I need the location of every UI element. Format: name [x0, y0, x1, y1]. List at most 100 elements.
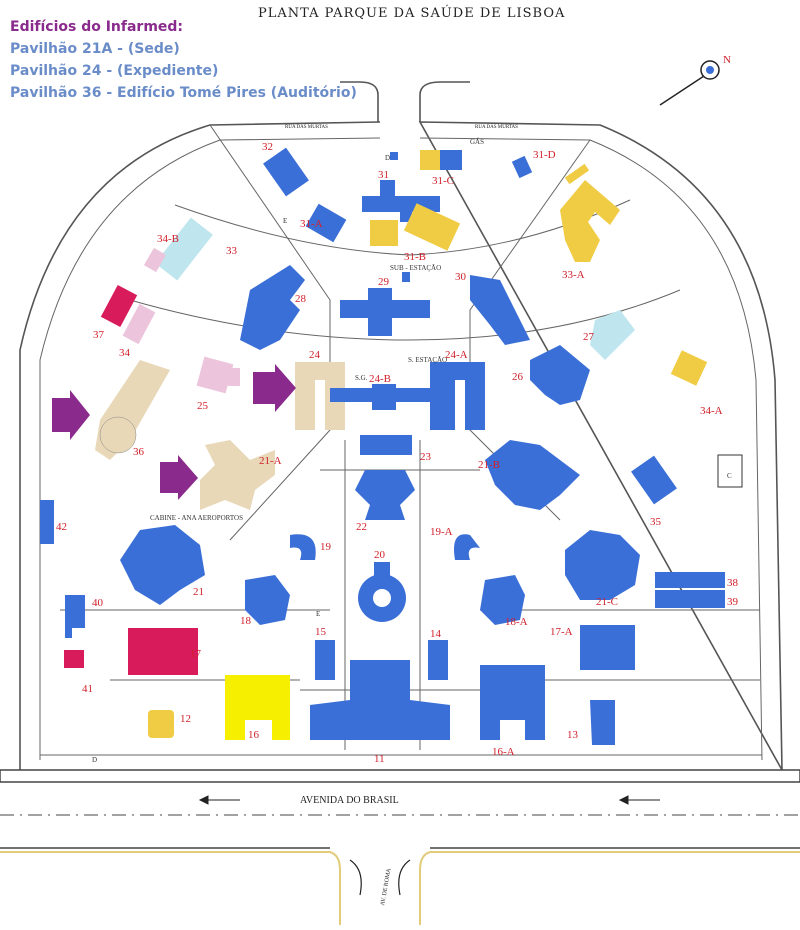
building-39 [655, 590, 725, 608]
building-21b [485, 440, 580, 510]
building-21a [200, 440, 275, 510]
building-16 [225, 675, 290, 740]
building-31-top [380, 180, 395, 196]
label-19a: 19-A [430, 526, 453, 538]
street-avenida: AVENIDA DO BRASIL [300, 795, 399, 806]
label-cabine: CABINE - ANA AEROPORTOS [150, 514, 243, 522]
label-35: 35 [650, 516, 662, 528]
label-sg: S.G. [355, 374, 368, 382]
label-30: 30 [455, 271, 467, 283]
park-boundary-inner [39, 137, 763, 761]
avenida-edge-top [0, 769, 800, 783]
building-34a [670, 350, 708, 386]
label-11: 11 [374, 753, 385, 765]
label-33a: 33-A [562, 269, 585, 281]
label-21a: 21-A [259, 455, 282, 467]
label-e2: E [316, 610, 320, 618]
infarmed-legend: Edifícios do Infarmed: Pavilhão 21A - (S… [10, 16, 357, 104]
building-32 [263, 147, 309, 197]
label-40: 40 [92, 597, 104, 609]
label-24b: 24-B [369, 373, 391, 385]
label-31c: 31-C [432, 175, 454, 187]
label-18a: 18-A [505, 616, 528, 628]
compass-icon: N [659, 54, 731, 106]
label-36: 36 [133, 446, 145, 458]
building-18 [245, 575, 290, 625]
label-23: 23 [420, 451, 432, 463]
building-31c-yellow [420, 150, 440, 170]
building-16a [480, 665, 545, 740]
label-24: 24 [309, 349, 321, 361]
legend-item-36: Pavilhão 36 - Edifício Tomé Pires (Audit… [10, 85, 357, 101]
building-31d [511, 155, 533, 179]
building-19 [290, 534, 316, 560]
building-27 [590, 310, 635, 360]
arrow-west-icon-2 [618, 795, 660, 805]
label-37: 37 [93, 329, 105, 341]
building-12 [148, 710, 174, 738]
compass-label: N [723, 54, 731, 66]
label-38: 38 [727, 577, 739, 589]
park-boundary [19, 121, 783, 771]
building-23 [360, 435, 412, 455]
label-31: 31 [378, 169, 389, 181]
building-17a [580, 625, 635, 670]
label-31a: 31-A [300, 218, 323, 230]
building-17 [128, 628, 198, 675]
building-13 [590, 700, 615, 745]
legend-heading: Edifícios do Infarmed: [10, 19, 184, 35]
label-21: 21 [193, 586, 204, 598]
building-31 [362, 196, 440, 222]
label-d2: D [92, 756, 97, 764]
label-31b: 31-B [404, 251, 426, 263]
label-34b: 34-B [157, 233, 179, 245]
label-41: 41 [82, 683, 93, 695]
label-24a: 24-A [445, 349, 468, 361]
building-24 [295, 362, 345, 430]
label-18: 18 [240, 615, 252, 627]
label-42: 42 [56, 521, 67, 533]
building-42 [40, 500, 54, 544]
label-39: 39 [727, 596, 739, 608]
road-ring-mid [129, 289, 681, 341]
building-35 [631, 455, 677, 505]
curb-yellow [0, 851, 800, 925]
turn-arrow-icon [349, 859, 362, 896]
building-19a [454, 534, 480, 560]
label-33: 33 [226, 245, 238, 257]
building-15 [315, 640, 335, 680]
building-14 [428, 640, 448, 680]
label-26: 26 [512, 371, 524, 383]
building-29 [340, 288, 430, 336]
label-17: 17 [190, 648, 202, 660]
building-21c [565, 530, 640, 600]
label-gas: GÁS [470, 138, 484, 146]
building-34b [143, 247, 167, 273]
building-30 [470, 275, 530, 345]
building-36-dome [99, 416, 137, 454]
arrow-infarmed-24-icon [253, 364, 296, 412]
label-c: C [727, 472, 732, 480]
legend-item-21a: Pavilhão 21A - (Sede) [10, 41, 180, 57]
building-25 [196, 356, 234, 394]
building-24b [372, 384, 396, 410]
label-29: 29 [378, 276, 390, 288]
label-17a: 17-A [550, 626, 573, 638]
building-34 [122, 303, 156, 345]
building-20-entry [374, 562, 390, 576]
arrow-west-icon [198, 795, 240, 805]
building-21 [120, 525, 205, 605]
building-38 [655, 572, 725, 588]
building-25-annex [228, 368, 240, 386]
label-16a: 16-A [492, 746, 515, 758]
label-27: 27 [583, 331, 595, 343]
street-av-roma: AV. DE ROMA [380, 867, 393, 906]
label-21c: 21-C [596, 596, 618, 608]
label-31d: 31-D [533, 149, 556, 161]
label-20: 20 [374, 549, 386, 561]
arrow-infarmed-21a-icon [160, 455, 198, 500]
street-murtas-left: RUA DAS MURTAS [285, 125, 328, 130]
label-16: 16 [248, 729, 260, 741]
label-d1: D [385, 154, 390, 162]
label-34: 34 [119, 347, 131, 359]
